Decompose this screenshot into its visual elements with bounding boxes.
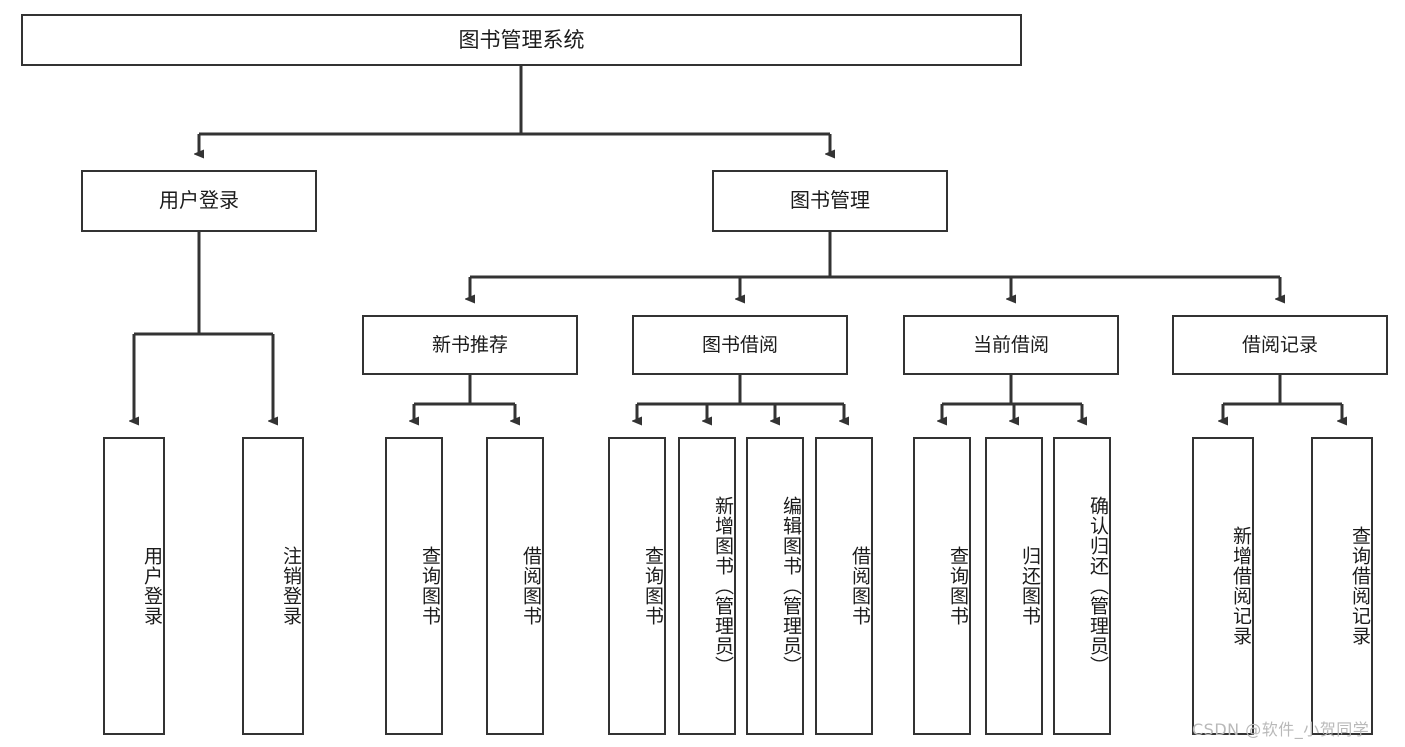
leaf-node[interactable]: 归还图书 bbox=[985, 437, 1043, 735]
leaf-node[interactable]: 编辑图书（管理员） bbox=[746, 437, 804, 735]
leaf-node-label: 借阅图书 bbox=[849, 546, 871, 626]
node-current-borrow-label: 当前借阅 bbox=[972, 333, 1049, 356]
leaf-node-label: 编辑图书（管理员） bbox=[780, 496, 802, 676]
node-book-borrow[interactable]: 图书借阅 bbox=[632, 315, 848, 375]
leaf-node[interactable]: 查询图书 bbox=[608, 437, 666, 735]
node-borrow-record[interactable]: 借阅记录 bbox=[1172, 315, 1388, 375]
node-root-label: 图书管理系统 bbox=[458, 27, 585, 52]
node-user-login-label: 用户登录 bbox=[159, 188, 239, 213]
leaf-node-label: 确认归还（管理员） bbox=[1087, 496, 1109, 676]
leaf-node[interactable]: 确认归还（管理员） bbox=[1053, 437, 1111, 735]
leaf-node-label: 查询借阅记录 bbox=[1349, 526, 1371, 646]
leaf-node[interactable]: 查询图书 bbox=[385, 437, 443, 735]
node-user-login[interactable]: 用户登录 bbox=[81, 170, 317, 232]
node-book-manage-label: 图书管理 bbox=[790, 188, 870, 213]
leaf-node-label: 新增借阅记录 bbox=[1230, 526, 1252, 646]
node-borrow-record-label: 借阅记录 bbox=[1241, 333, 1318, 356]
leaf-node[interactable]: 注销登录 bbox=[242, 437, 304, 735]
leaf-node[interactable]: 用户登录 bbox=[103, 437, 165, 735]
node-new-book-recommend[interactable]: 新书推荐 bbox=[362, 315, 578, 375]
leaf-node[interactable]: 新增图书（管理员） bbox=[678, 437, 736, 735]
node-new-book-recommend-label: 新书推荐 bbox=[431, 333, 508, 356]
node-book-manage[interactable]: 图书管理 bbox=[712, 170, 948, 232]
leaf-node[interactable]: 查询图书 bbox=[913, 437, 971, 735]
leaf-node-label: 新增图书（管理员） bbox=[712, 496, 734, 676]
leaf-node-label: 查询图书 bbox=[947, 546, 969, 626]
leaf-node-label: 借阅图书 bbox=[520, 546, 542, 626]
node-book-borrow-label: 图书借阅 bbox=[701, 333, 778, 356]
watermark: CSDN @软件_小贺同学 bbox=[1192, 720, 1370, 739]
leaf-node-label: 用户登录 bbox=[141, 546, 163, 626]
leaf-node-label: 查询图书 bbox=[642, 546, 664, 626]
node-root[interactable]: 图书管理系统 bbox=[21, 14, 1022, 66]
leaf-node[interactable]: 新增借阅记录 bbox=[1192, 437, 1254, 735]
leaf-node-label: 注销登录 bbox=[280, 546, 302, 626]
leaf-node[interactable]: 借阅图书 bbox=[486, 437, 544, 735]
leaf-node-label: 查询图书 bbox=[419, 546, 441, 626]
leaf-node-label: 归还图书 bbox=[1019, 546, 1041, 626]
leaf-node[interactable]: 借阅图书 bbox=[815, 437, 873, 735]
node-current-borrow[interactable]: 当前借阅 bbox=[903, 315, 1119, 375]
leaf-node[interactable]: 查询借阅记录 bbox=[1311, 437, 1373, 735]
